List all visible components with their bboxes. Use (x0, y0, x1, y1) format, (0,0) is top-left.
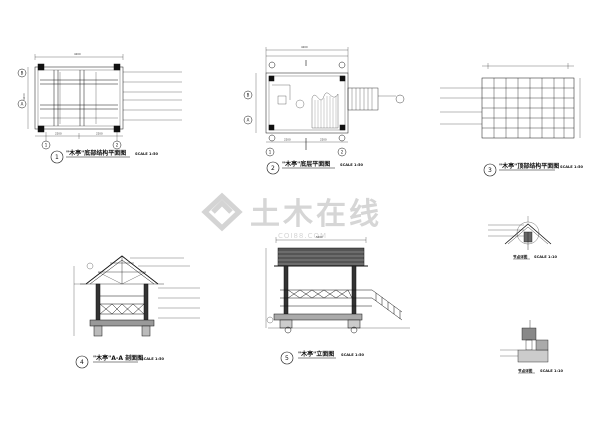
dimension-text: 5200 (316, 235, 323, 239)
axis-bubble-1 (41, 140, 51, 150)
drawing-number: 4 (80, 359, 84, 366)
caption-1: 1 "木亭"底部结构平面图 SCALE 1:50 (50, 149, 158, 164)
detail-base-node (500, 320, 549, 363)
dimension-text: 2200 (320, 138, 327, 142)
drawing-scale: SCALE 1:50 (135, 152, 158, 156)
drawing-title: "木亭"底部结构平面图 (66, 149, 126, 157)
axis-label: 2 (341, 150, 344, 155)
drawing-number-bubble (266, 161, 280, 175)
detail-caption-2: 节点详图 SCALE 1:10 (518, 368, 563, 374)
dimension-text: 2200 (55, 132, 62, 136)
axis-label: B (21, 71, 24, 76)
axis-label: 2 (116, 143, 119, 148)
plan-ground-floor (243, 47, 405, 157)
watermark-logo-icon (201, 192, 243, 232)
detail-scale: SCALE 1:10 (534, 255, 557, 259)
plan-bottom-structure (17, 54, 182, 150)
axis-label: B (247, 93, 250, 98)
drawing-title: "木亭"A-A 剖面图 (93, 354, 143, 362)
drawing-title: "木亭"顶部结构平面图 (499, 162, 559, 170)
drawing-scale: SCALE 1:50 (340, 163, 363, 167)
tiled-roof (277, 247, 365, 267)
detail-scale: SCALE 1:10 (540, 369, 563, 373)
axis-label: 1 (269, 150, 272, 155)
plan-roof-structure (440, 63, 581, 139)
drawing-scale: SCALE 1:50 (560, 165, 583, 169)
drawing-number-bubble (280, 351, 294, 365)
axis-bubble-b (17, 68, 27, 78)
drawing-title: "木亭"底层平面图 (282, 160, 330, 168)
axis-bubble-a (17, 99, 27, 109)
drawing-number-bubble (75, 355, 89, 369)
detail-title: 节点详图 (518, 368, 533, 373)
caption-5: 5 "木亭"立面图 SCALE 1:50 (280, 350, 364, 365)
section-a-a (73, 255, 200, 337)
drawing-scale: SCALE 1:50 (341, 353, 364, 357)
drawing-number: 3 (488, 167, 492, 174)
axis-bubble-2 (112, 140, 122, 150)
caption-4: 4 "木亭"A-A 剖面图 SCALE 1:50 (75, 354, 164, 369)
dimension-text: 4200 (74, 52, 81, 56)
detail-roof-node (488, 216, 552, 250)
detail-title: 节点详图 (513, 254, 528, 259)
watermark-site: COI88.COM (278, 232, 327, 240)
drawing-number: 2 (271, 165, 275, 172)
dimension-text: 4200 (301, 45, 308, 49)
dimension-text: 2200 (284, 138, 291, 142)
detail-caption-1: 节点详图 SCALE 1:10 (513, 254, 557, 260)
watermark-brand: 土木在线 (250, 197, 382, 232)
caption-2: 2 "木亭"底层平面图 SCALE 1:50 (266, 160, 363, 175)
axis-label: 1 (45, 143, 48, 148)
watermark: 土木在线 COI88.COM (201, 192, 382, 240)
axis-label: A (21, 102, 24, 107)
axis-label: A (247, 118, 250, 123)
dimension-text: 4200 (22, 93, 26, 100)
drawing-title: "木亭"立面图 (298, 350, 334, 358)
dimension-text: 2200 (96, 132, 103, 136)
caption-3: 3 "木亭"顶部结构平面图 SCALE 1:50 (483, 162, 583, 177)
drawing-number-bubble (483, 163, 497, 177)
drawing-number-bubble (50, 150, 64, 164)
drawing-number: 1 (55, 154, 59, 161)
drawing-number: 5 (285, 355, 289, 362)
elevation (265, 237, 410, 334)
drawing-scale: SCALE 1:50 (141, 357, 164, 361)
